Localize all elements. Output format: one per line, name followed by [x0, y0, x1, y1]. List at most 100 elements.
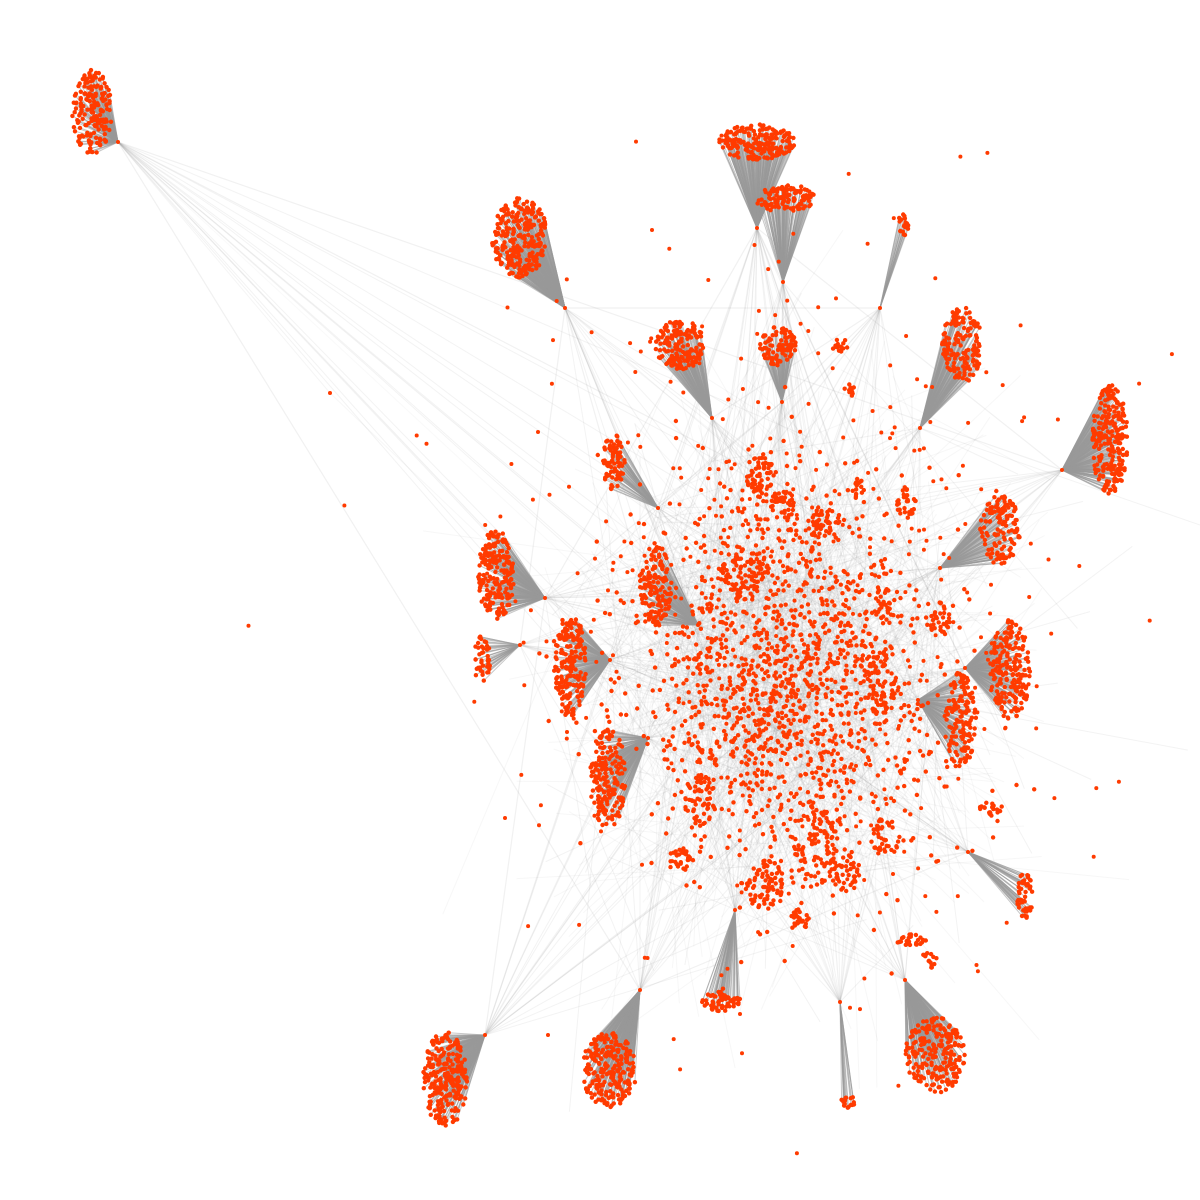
network-edge [117, 141, 721, 701]
network-edge [661, 677, 831, 722]
network-edge [724, 851, 789, 861]
network-edge [830, 622, 906, 666]
network-edge [894, 724, 942, 832]
network-edge [117, 141, 707, 803]
network-edge [682, 644, 793, 720]
network-edge [544, 531, 831, 599]
network-edge [609, 659, 730, 711]
network-edge [618, 469, 1063, 594]
network-edge [711, 417, 737, 699]
network-edge [611, 641, 656, 1019]
network-edge [637, 640, 773, 717]
network-edge [117, 141, 331, 394]
network-edge [610, 307, 881, 614]
network-edge [647, 737, 749, 851]
network-edge [650, 667, 824, 813]
network-edge [749, 782, 767, 889]
network-edge [657, 507, 750, 795]
network-edge [808, 307, 881, 516]
network-edge [639, 413, 925, 991]
network-edge [748, 542, 949, 576]
network-edge [879, 307, 924, 518]
network-node [89, 108, 95, 113]
network-edge [781, 401, 815, 565]
network-edge [808, 613, 844, 661]
network-edge [749, 550, 757, 658]
network-edge [658, 851, 969, 911]
network-edge [117, 141, 691, 591]
network-edge [564, 307, 843, 609]
network-edge [911, 395, 919, 701]
network-edge [765, 528, 887, 967]
network-edge [619, 813, 790, 906]
network-edge [693, 574, 872, 722]
network-edge [563, 604, 794, 780]
network-edge [738, 401, 783, 631]
network-node [88, 133, 93, 139]
edge-layer [72, 69, 1200, 1126]
network-node [87, 146, 93, 151]
network-edge [544, 587, 844, 599]
network-edge [734, 647, 818, 911]
network-edge [600, 592, 717, 693]
network-edge [778, 391, 820, 741]
network-edge [785, 603, 830, 730]
network-edge [544, 533, 839, 599]
network-edge [711, 401, 783, 866]
network-edge [710, 427, 921, 462]
network-node [93, 135, 99, 140]
network-edge [807, 546, 882, 646]
network-edge [117, 141, 708, 592]
network-edge [516, 864, 789, 880]
network-edge [685, 281, 784, 799]
network-edge [117, 141, 1063, 471]
network-edge [841, 307, 881, 505]
network-edge [608, 856, 906, 981]
network-edge [778, 427, 921, 485]
network-edge [544, 509, 779, 599]
network-edge [773, 629, 886, 709]
network-edge [763, 499, 824, 898]
network-edge [606, 653, 649, 739]
network-edge [781, 507, 813, 739]
network-edge [740, 585, 957, 792]
network-edge [564, 307, 737, 730]
network-edge [627, 648, 783, 784]
network-edge [875, 901, 903, 1005]
network-edge [668, 735, 886, 812]
network-edge [645, 640, 969, 853]
network-edge [639, 498, 703, 588]
network-edge [722, 696, 902, 764]
network-edge [739, 410, 841, 1003]
network-edge [870, 375, 1021, 517]
network-edge [813, 469, 1063, 749]
network-edge [484, 739, 876, 1036]
network-edge [756, 227, 969, 853]
network-edge [703, 375, 755, 915]
network-node [91, 130, 97, 135]
network-edge [773, 606, 791, 754]
network-edge [697, 624, 913, 704]
network-edge [696, 635, 1037, 651]
network-edge [760, 564, 965, 678]
network-edge [839, 567, 941, 1003]
network-edge [621, 679, 896, 733]
network-edge [843, 567, 941, 806]
network-edge [564, 307, 704, 621]
network-node [73, 91, 79, 97]
network-edge [772, 567, 1022, 623]
network-edge [839, 600, 881, 1003]
network-edge [117, 141, 624, 660]
network-edge [781, 401, 823, 609]
network-edge [484, 825, 860, 1036]
network-edge [725, 534, 904, 652]
network-edge [484, 507, 659, 1036]
network-edge [639, 813, 795, 991]
network-edge [879, 307, 960, 943]
network-edge [519, 644, 655, 971]
network-edge [701, 597, 743, 636]
network-node [97, 136, 103, 141]
network-edge [667, 666, 745, 690]
network-edge [739, 709, 813, 1012]
network-edge [746, 640, 778, 743]
